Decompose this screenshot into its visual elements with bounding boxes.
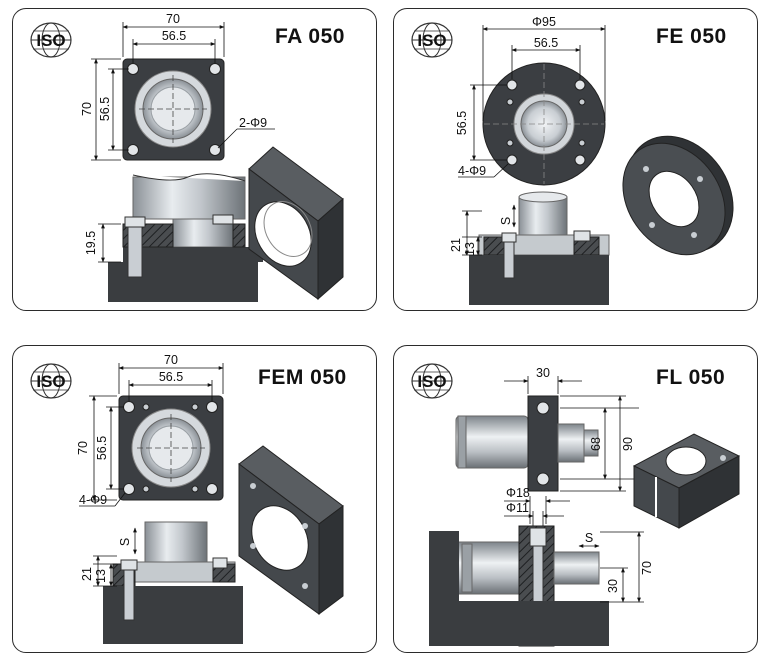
fl-foot-3d xyxy=(632,433,741,529)
iso-logo-text: ISO xyxy=(36,372,65,391)
fe-flange-top-view xyxy=(482,62,606,186)
fem-dim-overall-width: 70 xyxy=(164,353,178,367)
fem-flange-top-view xyxy=(118,395,224,501)
fl-section-view xyxy=(429,525,609,647)
fl-dim-stroke: S xyxy=(585,531,593,545)
fl-dim-hole: Φ11 xyxy=(506,501,529,515)
iso-logo-icon: ISO xyxy=(411,363,453,399)
panel-title-fl-050: FL 050 xyxy=(656,366,726,389)
fe-dim-stroke: S xyxy=(499,217,513,225)
fe-050-drawing: ISO Φ95 56.5 56.5 xyxy=(411,15,734,305)
fe-section-view xyxy=(469,191,610,305)
fa-dim-overall-width: 70 xyxy=(166,12,180,26)
panel-fem-050: ISO 70 xyxy=(12,345,377,653)
iso-logo-text: ISO xyxy=(417,31,446,50)
fem-flange-3d xyxy=(238,445,344,615)
panel-fa-050: ISO 70 56.5 70 xyxy=(12,8,377,311)
fa-flange-3d xyxy=(248,146,344,301)
fa-dim-overall-height: 70 xyxy=(80,102,94,116)
fe-dim-bolt-spacing-y: 56.5 xyxy=(455,111,469,135)
fe-dim-height-flange: 13 xyxy=(463,242,477,256)
iso-logo-icon: ISO xyxy=(30,22,72,58)
panel-title-fe-050: FE 050 xyxy=(656,25,727,48)
panel-title-fem-050: FEM 050 xyxy=(258,366,347,389)
fe-flange-3d xyxy=(622,135,734,256)
fl-dim-inner-height: 68 xyxy=(589,437,603,451)
fl-dim-center-height: 30 xyxy=(606,579,620,593)
fem-section-view xyxy=(103,521,243,644)
fa-050-drawing: ISO 70 56.5 70 xyxy=(30,12,344,302)
fa-section-view xyxy=(108,173,263,302)
fem-dim-holes: 4-Φ9 xyxy=(79,493,107,507)
fa-flange-top-view xyxy=(122,58,225,161)
fem-dim-height-total: 21 xyxy=(80,567,94,581)
iso-logo-text: ISO xyxy=(36,31,65,50)
iso-logo-text: ISO xyxy=(417,372,446,391)
panel-fe-050: ISO Φ95 56.5 56.5 xyxy=(393,8,758,311)
iso-logo-icon: ISO xyxy=(411,22,453,58)
fem-dim-bolt-spacing-x: 56.5 xyxy=(159,370,183,384)
fa-dim-height: 19.5 xyxy=(84,231,98,255)
fl-050-drawing: ISO 30 68 90 xyxy=(411,363,741,647)
fl-dim-total-height: 70 xyxy=(640,561,654,575)
fa-dim-holes: 2-Φ9 xyxy=(239,116,267,130)
fa-dim-bolt-spacing-x: 56.5 xyxy=(162,29,186,43)
panel-fl-050: ISO 30 68 90 xyxy=(393,345,758,653)
fa-dim-bolt-spacing-y: 56.5 xyxy=(98,97,112,121)
fem-dim-height-flange: 13 xyxy=(94,569,108,583)
fe-dim-height-total: 21 xyxy=(449,238,463,252)
fe-dim-holes: 4-Φ9 xyxy=(458,164,486,178)
iso-logo-icon: ISO xyxy=(30,363,72,399)
fem-dim-overall-height: 70 xyxy=(76,441,90,455)
fl-dim-width: 30 xyxy=(536,366,550,380)
fem-dim-bolt-spacing-y: 56.5 xyxy=(95,436,109,460)
fe-dim-bolt-spacing-x: 56.5 xyxy=(534,36,558,50)
fl-dim-counterbore: Φ18 xyxy=(506,486,530,500)
fe-dim-diameter: Φ95 xyxy=(532,15,556,29)
fem-050-drawing: ISO 70 xyxy=(30,353,344,644)
fl-side-view xyxy=(455,395,599,492)
panel-title-fa-050: FA 050 xyxy=(275,25,345,48)
fem-dim-stroke: S xyxy=(118,538,132,546)
fl-dim-outer-height: 90 xyxy=(621,437,635,451)
